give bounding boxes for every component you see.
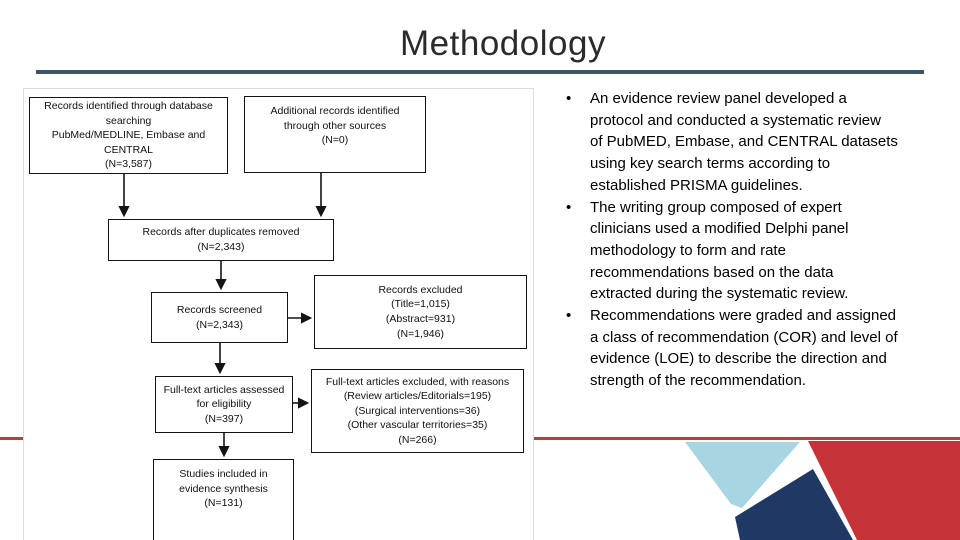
bullet-text: Recommendations were graded and assigned… [590,307,898,390]
prisma-flow-diagram: Records identified through database sear… [23,88,534,540]
flow-box-fulltext-excluded: Full-text articles excluded, with reason… [311,369,524,453]
bullet-item: • Recommendations were graded and assign… [562,305,954,392]
page-title: Methodology [400,24,606,63]
flow-box-fulltext-assessed: Full-text articles assessed for eligibil… [155,376,293,433]
bullet-text: The writing group composed of expert cli… [590,198,849,303]
bullet-icon: • [566,198,572,216]
bullet-icon: • [566,90,572,107]
flow-box-records-screened: Records screened (N=2,343) [151,292,288,343]
flow-box-records-excluded: Records excluded (Title=1,015) (Abstract… [314,275,527,349]
corner-decoration [685,441,960,540]
corner-lightblue-shape [685,442,800,508]
bullet-list: • An evidence review panel developed a p… [562,88,954,392]
flow-box-duplicates-removed: Records after duplicates removed (N=2,34… [108,219,334,261]
bullet-text: An evidence review panel developed a pro… [590,90,898,194]
bullet-item: • An evidence review panel developed a p… [562,88,954,197]
flow-box-records-identified: Records identified through database sear… [29,97,228,174]
title-underline [36,70,924,74]
flow-box-studies-included: Studies included in evidence synthesis (… [153,459,294,540]
bullet-icon: • [566,307,572,325]
bullet-item: • The writing group composed of expert c… [562,197,954,306]
corner-navy-shape [735,469,853,540]
corner-red-shape [808,441,960,540]
flow-box-additional-records: Additional records identified through ot… [244,96,426,173]
